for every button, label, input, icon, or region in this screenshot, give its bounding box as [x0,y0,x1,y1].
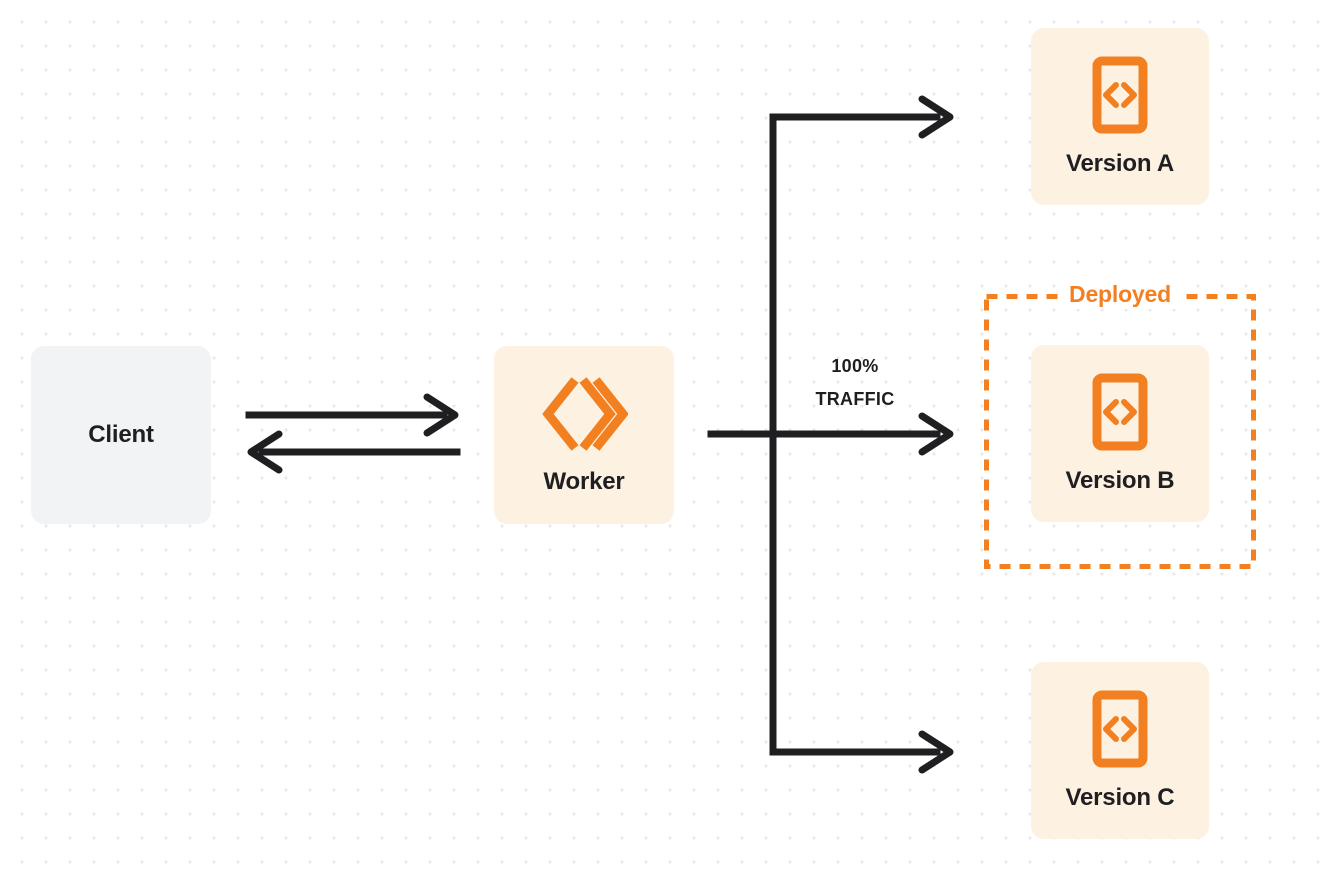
edge-worker-to-client [247,430,461,474]
code-file-icon [1092,690,1148,768]
deployed-group-label: Deployed [1060,279,1180,309]
deployed-group: Deployed [984,279,1256,569]
node-version-a[interactable]: Version A [1031,28,1209,205]
code-file-icon [1092,373,1148,451]
edge-client-to-worker [245,393,459,437]
node-version-b[interactable]: Version B [1031,345,1209,522]
edge-trunk-to-version-c [769,730,954,774]
edge-trunk-to-version-a [769,95,954,139]
node-version-b-label: Version B [1065,466,1175,494]
node-client[interactable]: Client [31,346,211,524]
deployed-dashed-border [984,294,1256,569]
edge-trunk-to-version-b [769,412,954,456]
cloudflare-workers-icon [540,374,628,454]
traffic-percent-value: 100% [831,356,879,376]
node-worker[interactable]: Worker [494,346,674,524]
edge-worker-trunk [707,113,794,756]
code-file-icon [1092,56,1148,134]
node-version-c-label: Version C [1065,783,1175,811]
node-worker-label: Worker [543,468,625,495]
node-version-a-label: Version A [1065,149,1175,177]
traffic-percentage-label: 100% TRAFFIC [790,350,920,416]
node-client-label: Client [88,421,154,448]
traffic-word-label: TRAFFIC [815,389,895,409]
node-version-c[interactable]: Version C [1031,662,1209,839]
